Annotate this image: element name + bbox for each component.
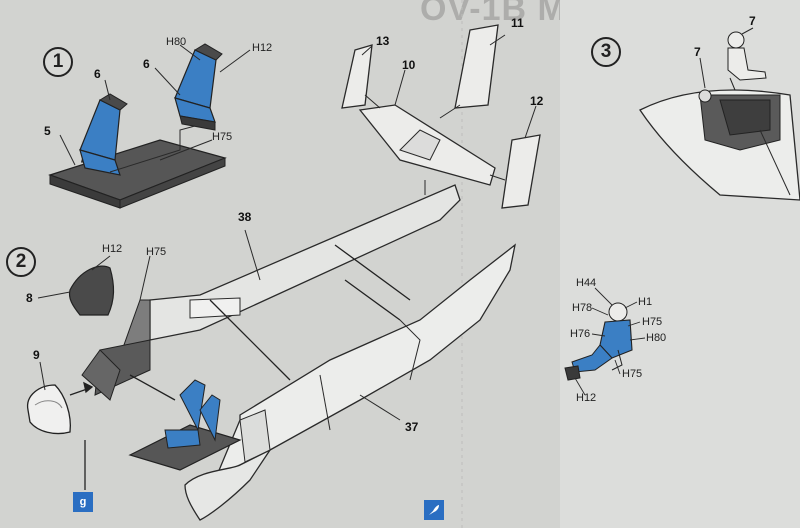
pilot-figure-painted bbox=[564, 302, 633, 381]
code-h76: H76 bbox=[570, 328, 591, 340]
code-h75-fuselage: H75 bbox=[146, 246, 167, 258]
step-1-badge: 1 bbox=[43, 47, 73, 77]
part-38: 38 bbox=[238, 210, 252, 224]
part-7-figure: 7 bbox=[749, 14, 756, 28]
code-h12-pilot: H12 bbox=[576, 392, 597, 404]
leaders-step2 bbox=[37, 229, 401, 421]
fin-13 bbox=[341, 44, 373, 109]
code-h12-seat: H12 bbox=[252, 42, 273, 54]
code-h12-panel: H12 bbox=[102, 243, 123, 255]
glue-tube-icon bbox=[424, 500, 444, 520]
part-13: 13 bbox=[376, 34, 390, 48]
code-h75-seat: H75 bbox=[212, 131, 233, 143]
leaders-step3 bbox=[699, 27, 791, 196]
fuselage-left-half bbox=[81, 184, 461, 401]
weight-icon: g bbox=[73, 492, 93, 512]
seat-right-step1 bbox=[174, 43, 223, 131]
pilot-figure-step3 bbox=[727, 31, 767, 91]
part-9: 9 bbox=[33, 348, 40, 362]
part-7-seat: 7 bbox=[694, 45, 701, 59]
leaders-tail bbox=[361, 34, 537, 195]
code-h44: H44 bbox=[576, 277, 597, 289]
part-10: 10 bbox=[402, 58, 416, 72]
code-h1: H1 bbox=[638, 296, 653, 308]
cockpit-section bbox=[639, 89, 800, 201]
leaders-step1 bbox=[59, 44, 251, 173]
part-6-right: 6 bbox=[143, 57, 150, 71]
code-h75-pilot-b: H75 bbox=[622, 368, 643, 380]
horizontal-stabilizer-10 bbox=[358, 104, 496, 186]
instrument-panel-8 bbox=[68, 265, 115, 316]
code-h78: H78 bbox=[572, 302, 593, 314]
step-3-badge: 3 bbox=[591, 37, 621, 67]
code-h80-pilot: H80 bbox=[646, 332, 667, 344]
seat-base-step1 bbox=[48, 139, 227, 209]
code-h80-seat: H80 bbox=[166, 36, 187, 48]
part-37: 37 bbox=[405, 420, 419, 434]
seat-base-step2 bbox=[128, 379, 242, 471]
leaders-pilot bbox=[574, 287, 646, 396]
arrows-step2 bbox=[69, 244, 411, 490]
part-5: 5 bbox=[44, 124, 51, 138]
seat-left-step1 bbox=[79, 93, 128, 176]
part-11: 11 bbox=[511, 16, 524, 30]
code-h75-pilot-a: H75 bbox=[642, 316, 663, 328]
canopy-9 bbox=[27, 384, 71, 435]
glue-drop-icon bbox=[429, 505, 439, 515]
part-12: 12 bbox=[530, 94, 544, 108]
weight-icon-label: g bbox=[79, 496, 87, 508]
fuselage-right-half bbox=[184, 243, 516, 521]
part-6-left: 6 bbox=[94, 67, 101, 81]
part-8: 8 bbox=[26, 291, 33, 305]
fin-12 bbox=[501, 134, 541, 209]
step-2-badge: 2 bbox=[6, 247, 36, 277]
right-page-shade bbox=[560, 0, 800, 528]
fin-11 bbox=[454, 24, 499, 109]
